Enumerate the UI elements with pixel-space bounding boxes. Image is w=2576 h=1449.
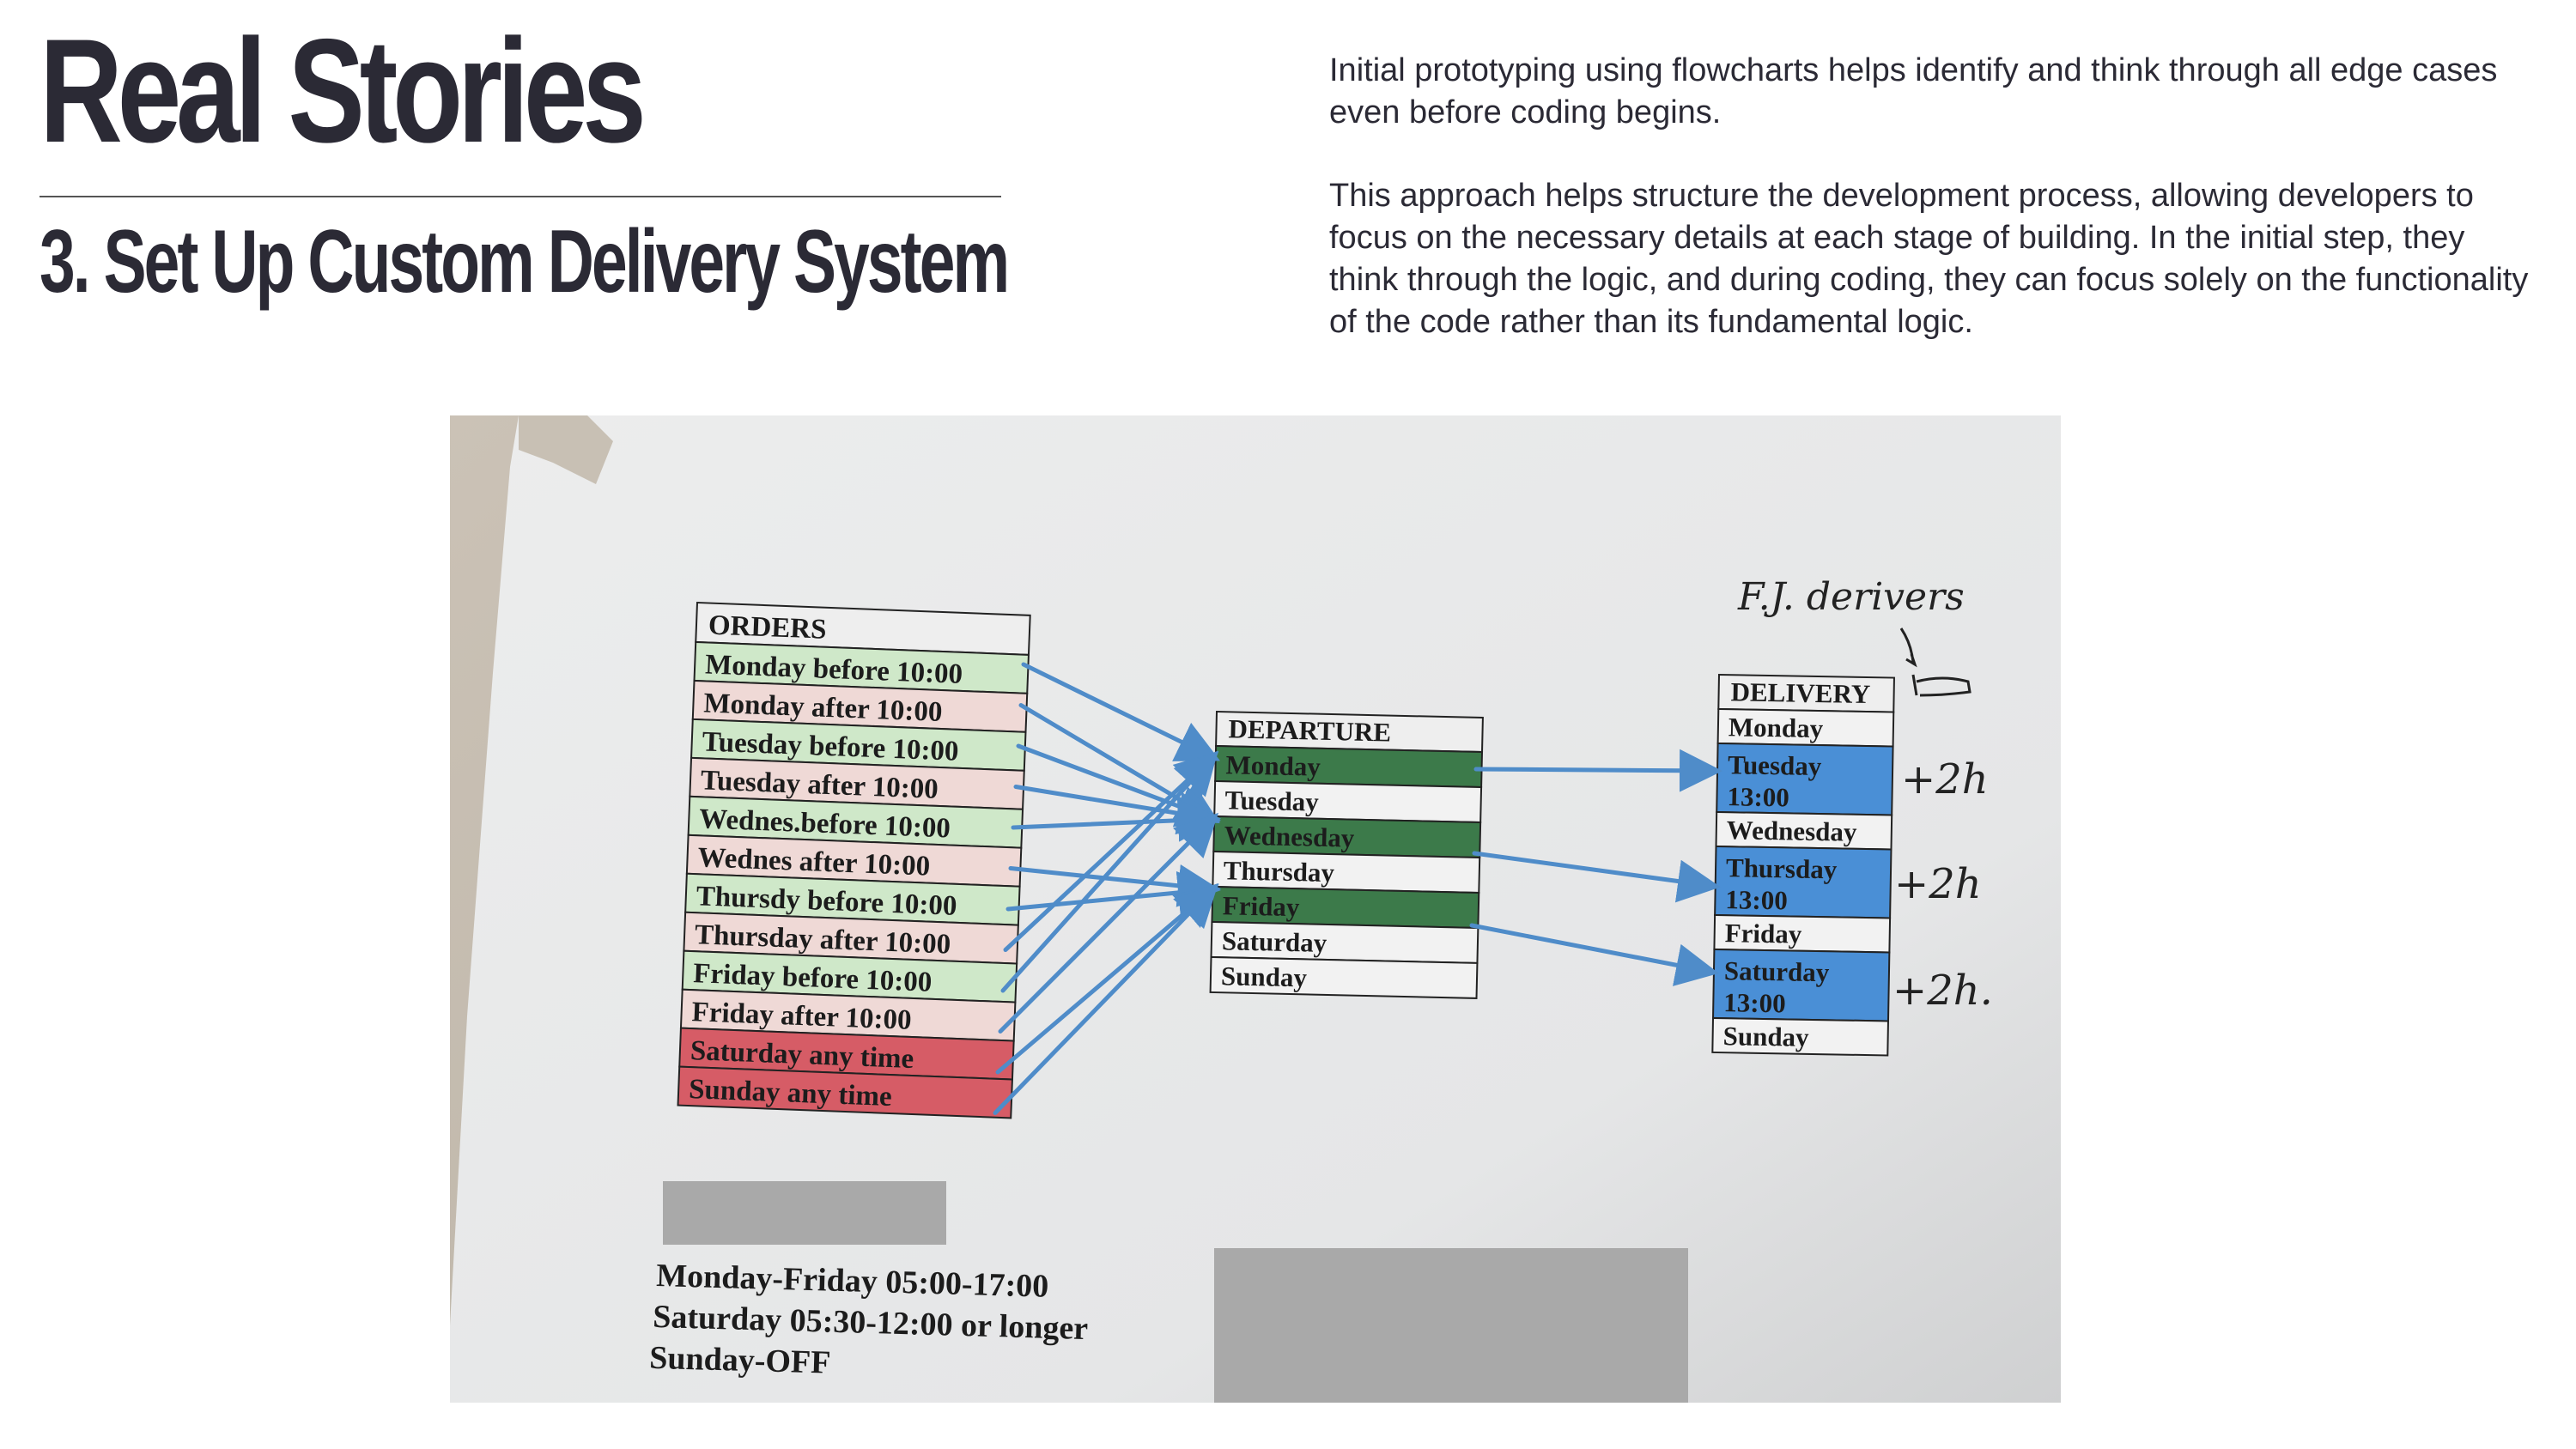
operating-hours-line: Sunday-OFF [649, 1340, 831, 1381]
departure-row-label: Tuesday [1224, 785, 1319, 816]
redaction-box-left [663, 1181, 946, 1245]
description-block: Initial prototyping using flowcharts hel… [1329, 50, 2531, 385]
orders-header: ORDERS [708, 610, 827, 646]
order-to-departure-arrow [993, 882, 1218, 1115]
handwritten-truck-sketch [1911, 674, 1971, 697]
departure-row-label: Saturday [1222, 925, 1328, 958]
paper-torn-corner [519, 415, 613, 484]
handwritten-plus-2h: +2h. [1893, 967, 1993, 1015]
order-to-departure-arrow [1000, 750, 1218, 993]
departure-to-delivery-arrow [1472, 851, 1721, 903]
order-to-departure-arrow [998, 812, 1219, 1034]
description-paragraph-2: This approach helps structure the develo… [1329, 178, 2529, 340]
departure-row-label: Wednesday [1224, 820, 1355, 852]
handwritten-note: F.J. derivers [1737, 575, 1965, 619]
delivery-row-label: Tuesday13:00 [1727, 749, 1822, 813]
departure-table: DEPARTUREMondayTuesdayWednesdayThursdayF… [1209, 710, 1484, 999]
delivery-row-label: Sunday [1722, 1021, 1809, 1052]
delivery-table: DELIVERYMondayTuesday13:00WednesdayThurs… [1711, 673, 1895, 1057]
delivery-row-sunday [1711, 1016, 1890, 1057]
departure-header: DEPARTURE [1228, 713, 1391, 747]
arrows-layer [993, 662, 1722, 1115]
redaction-box-bottom [1214, 1248, 1688, 1403]
description-paragraph-1: Initial prototyping using flowcharts hel… [1329, 52, 2498, 130]
page-title: Real Stories [39, 9, 647, 173]
handwritten-arrow [1899, 627, 1917, 668]
departure-row-label: Friday [1222, 890, 1300, 922]
departure-row-label: Thursday [1223, 855, 1334, 888]
handwriting-layer: F.J. derivers +2h +2h +2h. [1737, 575, 1993, 1015]
delivery-row-label: Friday [1724, 918, 1802, 949]
departure-row-sunday [1209, 955, 1479, 999]
delivery-row-label: Saturday13:00 [1723, 955, 1830, 1019]
title-divider [39, 196, 1001, 197]
delivery-row-label: Wednesday [1727, 815, 1858, 847]
delivery-row-label: Thursday13:00 [1725, 852, 1838, 916]
handwritten-plus-2h: +2h [1894, 860, 1982, 908]
departure-row-label: Monday [1225, 749, 1321, 782]
departure-to-delivery-arrow [1469, 923, 1719, 986]
departure-to-delivery-arrow [1473, 749, 1722, 792]
section-subtitle: 3. Set Up Custom Delivery System [39, 212, 1010, 312]
handwritten-plus-2h: +2h [1901, 755, 1989, 803]
departure-row-label: Sunday [1221, 961, 1308, 992]
delivery-row-label: Monday [1728, 712, 1824, 743]
order-to-departure-arrow [1021, 662, 1220, 761]
delivery-header: DELIVERY [1730, 676, 1870, 709]
